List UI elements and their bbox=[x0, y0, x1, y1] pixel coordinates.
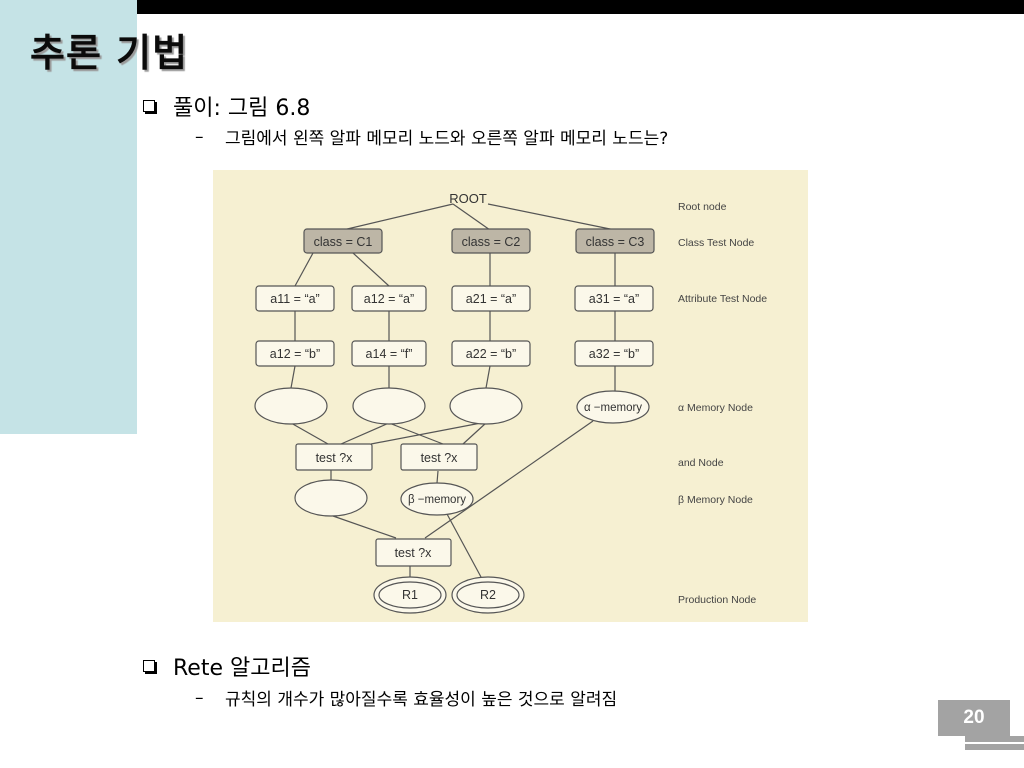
top-bar bbox=[34, 0, 1024, 14]
legend-class-test-node: Class Test Node bbox=[678, 237, 754, 249]
memory-node-3 bbox=[449, 387, 523, 425]
dash-icon: – bbox=[195, 687, 204, 708]
a32-node: a32 = “b” bbox=[589, 347, 639, 361]
page-number: 20 bbox=[938, 700, 1010, 736]
bullet-1-text: 풀이: 그림 6.8 bbox=[173, 96, 311, 121]
square-bullet-icon bbox=[143, 100, 155, 112]
a21-node: a21 = “a” bbox=[466, 292, 516, 306]
test-node-3: test ?x bbox=[395, 546, 433, 560]
class-c1-node: class = C1 bbox=[314, 235, 373, 249]
diagram-legend: Root node Class Test Node Attribute Test… bbox=[678, 201, 767, 606]
dash-icon: – bbox=[195, 126, 204, 147]
legend-beta-memory-node: β Memory Node bbox=[678, 494, 753, 506]
diagram-edges bbox=[290, 203, 616, 578]
a22-node: a22 = “b” bbox=[466, 347, 516, 361]
memory-node-2 bbox=[352, 387, 426, 425]
bullet-1: 풀이: 그림 6.8 bbox=[143, 90, 310, 122]
a12-b-node: a12 = “b” bbox=[270, 347, 320, 361]
beta-memory-node: β −memory bbox=[408, 494, 466, 506]
r2-node: R2 bbox=[480, 588, 496, 602]
legend-production-node: Production Node bbox=[678, 594, 756, 606]
root-node: ROOT bbox=[449, 191, 487, 206]
side-accent-panel bbox=[0, 0, 137, 434]
memory-node-4 bbox=[294, 479, 368, 517]
legend-attribute-test-node: Attribute Test Node bbox=[678, 293, 767, 305]
memory-node-1 bbox=[254, 387, 328, 425]
square-bullet-icon bbox=[143, 660, 155, 672]
rete-network-figure: ROOT class = C1 class = C2 class = C3 a1… bbox=[213, 170, 808, 622]
class-c3-node: class = C3 bbox=[586, 235, 645, 249]
rete-network-diagram: ROOT class = C1 class = C2 class = C3 a1… bbox=[254, 191, 767, 614]
slide-title: 추론 기법 bbox=[30, 31, 189, 75]
page-number-decoration bbox=[965, 736, 1024, 750]
sub-bullet-2-text: 규칙의 개수가 많아질수록 효율성이 높은 것으로 알려짐 bbox=[225, 690, 618, 710]
sub-bullet-1-text: 그림에서 왼쪽 알파 메모리 노드와 오른쪽 알파 메모리 노드는? bbox=[225, 129, 669, 149]
legend-alpha-memory-node: α Memory Node bbox=[678, 402, 753, 414]
bullet-2-text: Rete 알고리즘 bbox=[173, 656, 311, 681]
diagram-nodes: ROOT class = C1 class = C2 class = C3 a1… bbox=[254, 191, 655, 614]
a14-node: a14 = “f” bbox=[366, 347, 413, 361]
test-node-2: test ?x bbox=[421, 451, 459, 465]
sub-bullet-1: – 그림에서 왼쪽 알파 메모리 노드와 오른쪽 알파 메모리 노드는? bbox=[195, 124, 669, 150]
r1-node: R1 bbox=[402, 588, 418, 602]
legend-root-node: Root node bbox=[678, 201, 727, 213]
legend-and-node: and Node bbox=[678, 457, 724, 469]
a31-node: a31 = “a” bbox=[589, 292, 639, 306]
bullet-2: Rete 알고리즘 bbox=[143, 650, 311, 682]
sub-bullet-2: – 규칙의 개수가 많아질수록 효율성이 높은 것으로 알려짐 bbox=[195, 685, 618, 711]
test-node-1: test ?x bbox=[316, 451, 354, 465]
alpha-memory-node: α −memory bbox=[584, 402, 642, 414]
class-c2-node: class = C2 bbox=[462, 235, 521, 249]
a12-a-node: a12 = “a” bbox=[364, 292, 414, 306]
a11-node: a11 = “a” bbox=[270, 292, 319, 306]
